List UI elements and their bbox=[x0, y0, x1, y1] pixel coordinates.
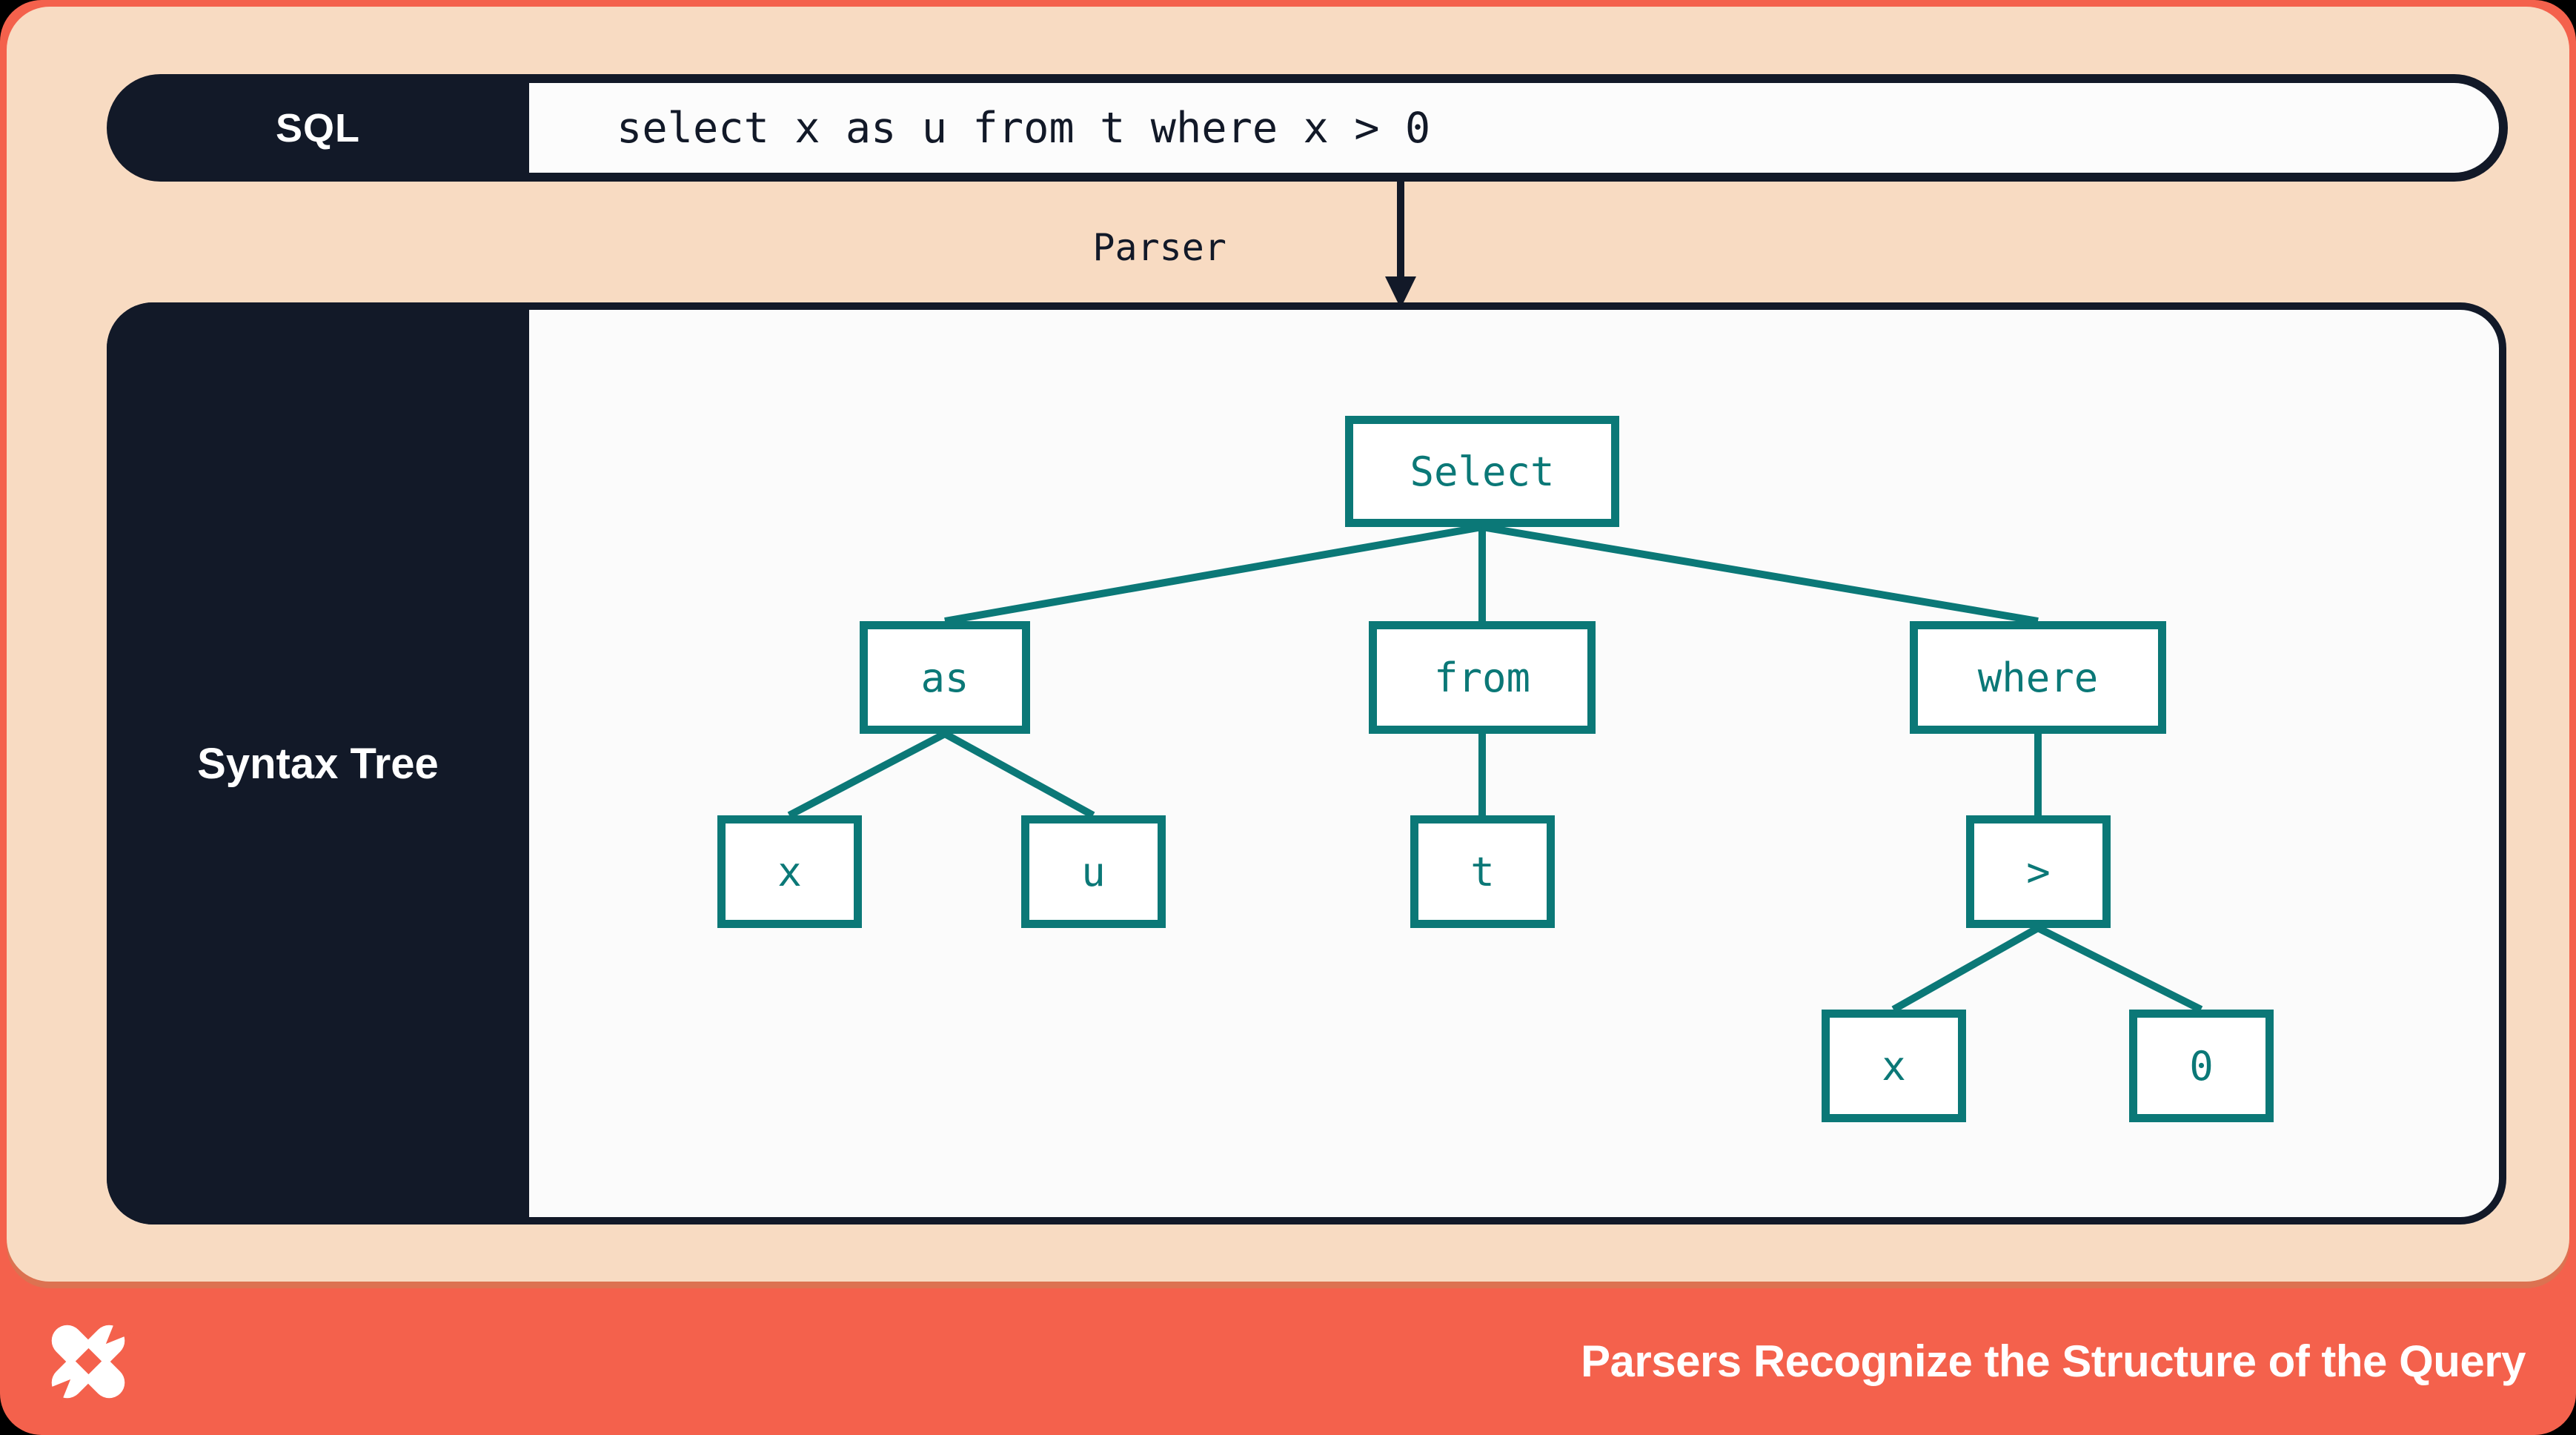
sql-bar: SQL select x as u from t where x > 0 bbox=[107, 74, 2508, 182]
tree-node-greater-than: > bbox=[1966, 815, 2111, 928]
tree-node-zero: 0 bbox=[2129, 1010, 2274, 1122]
syntax-tree-panel: Syntax Tree Select as from where bbox=[107, 302, 2506, 1224]
tree-node-from: from bbox=[1369, 621, 1596, 734]
tree-edges bbox=[787, 523, 2203, 1013]
sql-label-section: SQL bbox=[107, 74, 529, 182]
tree-node-x-alias: x bbox=[717, 815, 862, 928]
dolt-logo-icon bbox=[40, 1313, 136, 1409]
tree-node-u: u bbox=[1021, 815, 1166, 928]
tree-node-where: where bbox=[1910, 621, 2166, 734]
tree-node-t: t bbox=[1410, 815, 1555, 928]
parser-arrow-line bbox=[1397, 181, 1404, 276]
footer-title: Parsers Recognize the Structure of the Q… bbox=[1580, 1336, 2526, 1386]
content-background: SQL select x as u from t where x > 0 Par… bbox=[7, 7, 2569, 1282]
footer-bar: Parsers Recognize the Structure of the Q… bbox=[0, 1287, 2576, 1435]
tree-node-select: Select bbox=[1345, 416, 1619, 527]
parser-label: Parser bbox=[1092, 226, 1226, 269]
tree-node-as: as bbox=[860, 621, 1030, 734]
sql-label: SQL bbox=[275, 105, 360, 150]
tree-node-x-cond: x bbox=[1822, 1010, 1966, 1122]
sql-query-text: select x as u from t where x > 0 bbox=[617, 103, 1431, 153]
sql-query-area: select x as u from t where x > 0 bbox=[529, 83, 2499, 173]
syntax-tree-label: Syntax Tree bbox=[197, 739, 439, 788]
syntax-tree-label-section: Syntax Tree bbox=[107, 302, 529, 1224]
